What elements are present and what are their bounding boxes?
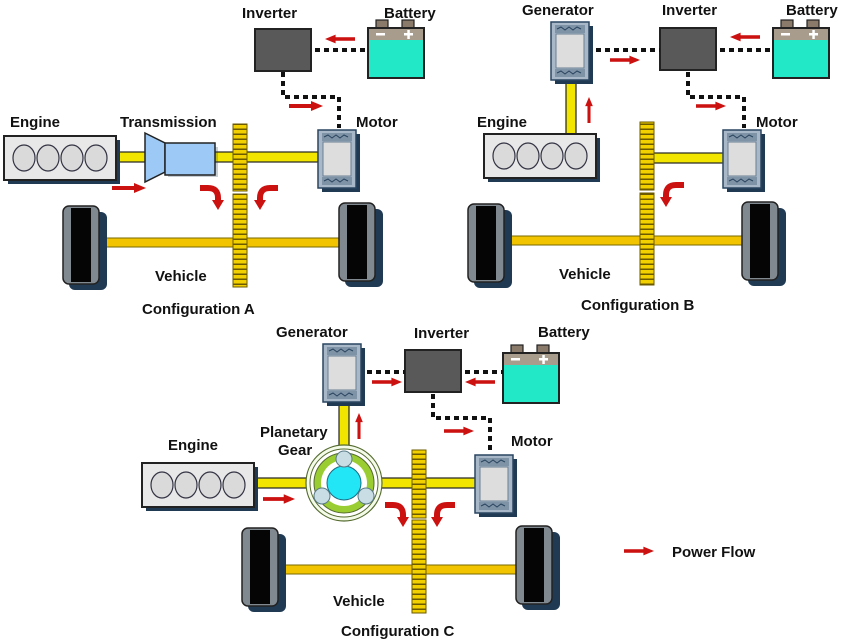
configuration-a: Inverter Battery Engine Transmission Mot… [3,5,436,318]
wire-inverter-motor [686,72,746,128]
generator [322,343,366,407]
curved-flow-arrow-icon [431,505,455,527]
label-planetary-gear-line1: Planetary [260,424,328,441]
label-engine: Engine [168,437,218,454]
configuration-c: Generator Inverter Battery Planetary Gea… [141,324,590,640]
final-drive-gear-lower [232,193,248,288]
label-engine: Engine [477,114,527,131]
motor [317,129,361,193]
legend: Power Flow [624,544,756,561]
curved-flow-arrow-icon [254,188,278,210]
right-wheel [338,202,384,288]
motor-shaft [649,152,727,164]
label-inverter: Inverter [414,325,469,342]
generator-shaft [565,81,577,137]
final-drive-gear [411,449,427,519]
flow-arrow-icon [465,377,495,387]
flow-arrow-icon [112,183,146,193]
label-generator: Generator [276,324,348,341]
right-wheel [515,525,561,611]
label-generator: Generator [522,2,594,19]
flow-arrow-icon [730,32,760,42]
label-vehicle: Vehicle [559,266,611,283]
final-drive-gear [232,123,248,192]
label-vehicle: Vehicle [155,268,207,285]
rear-axle [95,237,343,248]
flow-arrow-icon [325,34,355,44]
curved-flow-arrow-icon [660,185,684,207]
configuration-b: Generator Inverter Battery Engine Motor … [467,2,838,314]
left-wheel [62,205,108,291]
label-battery: Battery [786,2,838,19]
engine [141,462,259,512]
sun-gear [326,465,362,501]
label-transmission: Transmission [120,114,217,131]
battery [772,19,830,79]
final-drive-gear [639,121,655,191]
caption-configuration-b: Configuration B [581,297,694,314]
right-wheel [741,201,787,287]
rear-axle [499,235,749,246]
generator [550,21,594,85]
flow-arrow-icon [585,97,593,123]
final-drive-gear-lower [639,192,655,286]
rear-axle [277,564,523,575]
inverter [659,27,717,71]
engine [483,133,601,183]
label-vehicle: Vehicle [333,593,385,610]
engine [3,135,121,185]
label-battery: Battery [384,5,436,22]
planet-gear [357,487,375,505]
curved-flow-arrow-icon [200,188,224,210]
flow-arrow-icon [610,55,640,65]
label-motor: Motor [356,114,398,131]
motor [722,129,766,193]
legend-label: Power Flow [672,544,756,561]
inverter [254,28,312,72]
left-wheel [467,203,513,289]
caption-configuration-c: Configuration C [341,623,454,640]
label-inverter: Inverter [662,2,717,19]
wire-inverter-motor [281,72,341,128]
flow-arrow-icon [263,494,295,504]
planetary-gear [305,444,383,522]
curved-flow-arrow-icon [385,505,409,527]
flow-arrow-icon [355,413,363,439]
transmission [144,131,218,184]
label-motor: Motor [756,114,798,131]
planet-gear [335,450,353,468]
flow-arrow-icon [372,377,402,387]
label-planetary-gear-line2: Gear [278,442,312,459]
label-inverter: Inverter [242,5,297,22]
flow-arrow-icon [696,101,726,111]
flow-arrow-icon [444,426,474,436]
left-wheel [241,527,287,613]
label-motor: Motor [511,433,553,450]
battery [367,19,425,79]
final-drive-gear-lower [411,519,427,614]
flow-arrow-icon [289,101,323,111]
inverter [404,349,462,393]
label-battery: Battery [538,324,590,341]
planet-gear [313,487,331,505]
label-engine: Engine [10,114,60,131]
battery [502,344,560,404]
motor [474,454,518,518]
wire-inverter-motor [431,394,492,452]
red-arrow-icon [624,546,654,556]
caption-configuration-a: Configuration A [142,301,255,318]
